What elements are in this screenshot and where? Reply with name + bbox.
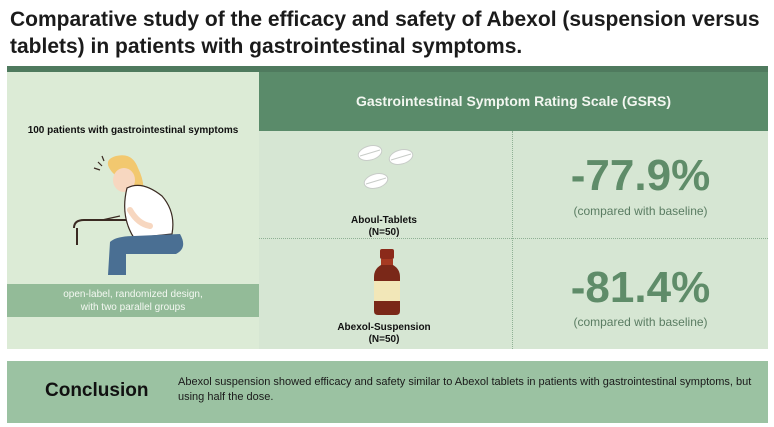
study-design-box: open-label, randomized design, with two … (7, 284, 259, 317)
suspension-note: (compared with baseline) (573, 315, 708, 329)
results-grid: Aboul-Tablets (N=50) -77.9% (compared wi… (259, 131, 768, 349)
tablets-name: Aboul-Tablets (351, 215, 417, 226)
suspension-n: (N=50) (368, 334, 400, 345)
tablets-note: (compared with baseline) (573, 204, 708, 218)
patient-illustration (73, 155, 184, 275)
scale-header: Gastrointestinal Symptom Rating Scale (G… (259, 72, 768, 131)
tablets-result: -77.9% (570, 151, 711, 200)
patients-heading: 100 patients with gastrointestinal sympt… (27, 125, 239, 136)
conclusion-text: Abexol suspension showed efficacy and sa… (178, 376, 752, 403)
conclusion-panel: Conclusion Abexol suspension showed effi… (7, 361, 768, 423)
tablets-label: Aboul-Tablets (N=50) (259, 215, 509, 239)
row-divider (259, 238, 768, 239)
suspension-name: Abexol-Suspension (337, 322, 431, 333)
design-line-2: with two parallel groups (80, 302, 186, 313)
conclusion-heading: Conclusion (45, 380, 149, 401)
page-title: Comparative study of the efficacy and sa… (10, 8, 760, 58)
suspension-label: Abexol-Suspension (N=50) (259, 322, 509, 346)
tablets-n: (N=50) (368, 227, 400, 238)
patients-panel: 100 patients with gastrointestinal sympt… (7, 72, 259, 349)
suspension-bottle-icon (374, 249, 400, 315)
tablets-icon (357, 145, 414, 189)
suspension-result: -81.4% (570, 263, 711, 312)
title-divider (7, 66, 768, 72)
design-line-1: open-label, randomized design, (63, 289, 203, 300)
column-divider (512, 131, 513, 349)
